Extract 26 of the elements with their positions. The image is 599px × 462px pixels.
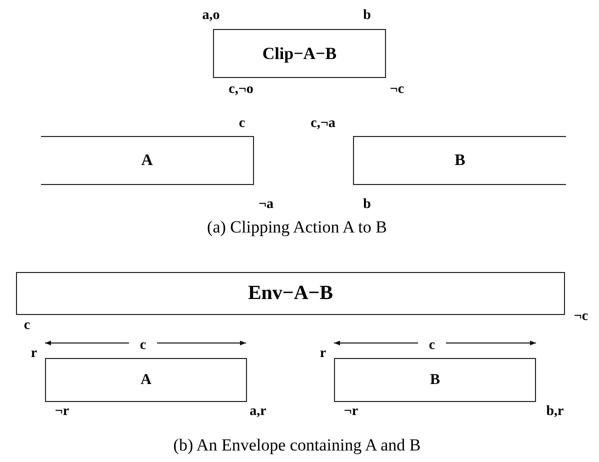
corner-label: b [363, 198, 371, 212]
subfigure-caption: (a) Clipping Action A to B [207, 218, 387, 236]
corner-label: b,r [546, 405, 564, 419]
corner-label: ¬a [258, 198, 274, 212]
corner-label: r [30, 347, 38, 361]
corner-label: a,o [202, 9, 220, 23]
dimension-label: c [428, 339, 436, 353]
corner-label: c,¬o [228, 83, 254, 97]
corner-label: ¬c [574, 310, 588, 324]
open-box: A [41, 136, 254, 185]
process-box: Env−A−B [16, 272, 565, 315]
dimension-label: c [140, 339, 146, 353]
process-box: A [45, 358, 247, 402]
corner-label: b [363, 9, 371, 23]
subfigure-caption: (b) An Envelope containing A and B [173, 436, 421, 454]
corner-label: c,¬a [310, 117, 336, 131]
corner-label: ¬r [344, 405, 358, 419]
process-box: B [334, 358, 536, 402]
corner-label: a,r [250, 405, 266, 419]
process-box: Clip−A−B [213, 29, 386, 78]
corner-label: ¬c [390, 83, 404, 97]
corner-label: c [238, 117, 246, 131]
open-box: B [353, 136, 566, 185]
corner-label: ¬r [54, 405, 70, 419]
corner-label: r [320, 347, 326, 361]
corner-label: c [24, 319, 30, 333]
